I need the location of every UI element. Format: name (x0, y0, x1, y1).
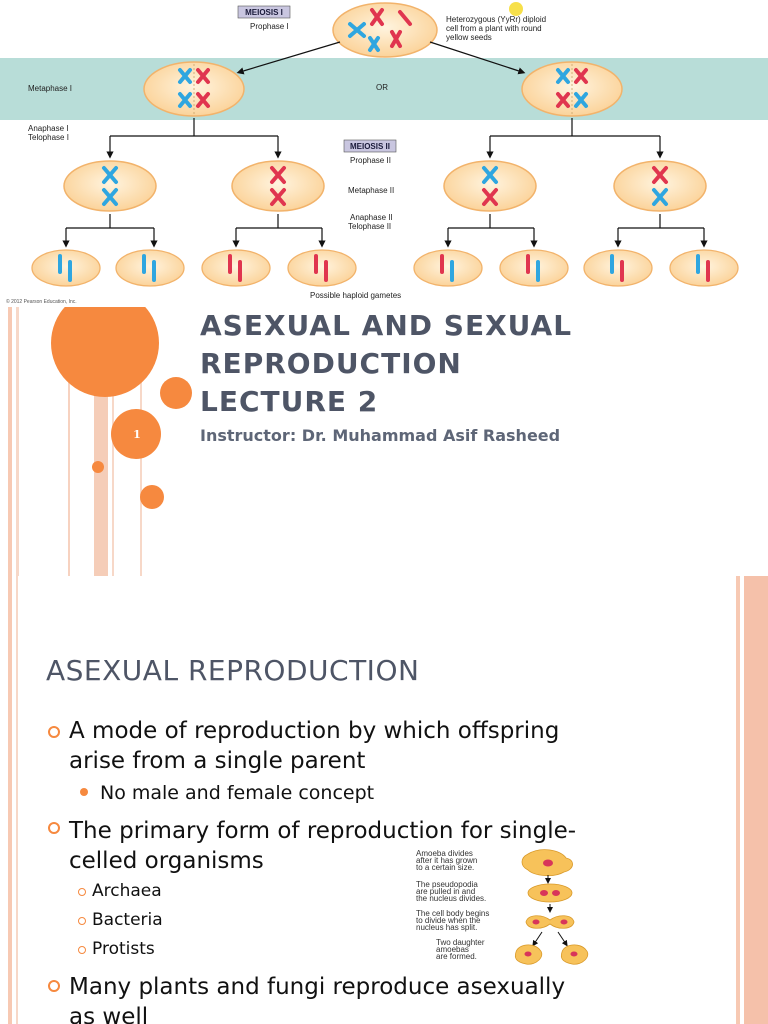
decor-circle-large (51, 307, 159, 397)
bullet-text: arise from a single parent (69, 748, 366, 774)
amoeba-label: after it has grown (416, 856, 477, 865)
sub-bullet-text: Protists (92, 939, 155, 959)
parent-chromosomes (348, 8, 412, 52)
amoeba-division-figure: Amoeba divides after it has grown to a c… (416, 849, 589, 965)
metaphase2-cell-2 (231, 160, 325, 212)
metaphase2-cell-4 (613, 160, 707, 212)
content-slide: ASEXUAL REPRODUCTION A mode of reproduct… (8, 576, 768, 1024)
stripe (16, 307, 19, 577)
amoeba-label: the nucleus divides. (416, 894, 486, 903)
meiosis1-tag (237, 5, 291, 19)
slide-number: 1 (133, 428, 141, 441)
meiosis1-tag-text: MEIOSIS I (245, 8, 283, 17)
decor-circle-small (92, 461, 104, 473)
parent-desc-2: cell from a plant with round (446, 24, 542, 33)
stripe (8, 576, 12, 1024)
stripe (68, 307, 70, 577)
amoeba-label: are pulled in and (416, 887, 475, 896)
or-label: OR (376, 83, 388, 92)
instructor-subtitle: Instructor: Dr. Muhammad Asif Rasheed (200, 426, 561, 445)
amoeba-label: to a certain size. (416, 863, 474, 872)
metaphase1-cell-right (521, 61, 623, 117)
amoeba-label: Two daughter (436, 938, 485, 947)
prophase1-label: Prophase I (250, 22, 289, 31)
gamete-row (31, 249, 739, 287)
amoeba-label: Amoeba divides (416, 849, 473, 858)
bullet-text: Many plants and fungi reproduce asexuall… (69, 974, 566, 1000)
bullet-ring-icon (78, 888, 86, 896)
slide-number-circle (111, 409, 161, 459)
title-line: REPRODUCTION (200, 347, 462, 380)
bullet-ring-icon (48, 822, 60, 834)
bullet-dot-icon (80, 788, 88, 796)
amoeba-shape (527, 883, 573, 903)
metaphase2-cell-1 (63, 160, 157, 212)
anaphase1-label: Anaphase I (28, 124, 68, 133)
parent-desc-1: Heterozygous (YyRr) diploid (446, 15, 546, 24)
metaphase2-label: Metaphase II (348, 186, 394, 195)
telophase1-label: Telophase I (28, 133, 69, 142)
prophase2-label: Prophase II (350, 156, 391, 165)
title-slide: 1 ASEXUAL AND SEXUAL REPRODUCTION LECTUR… (8, 307, 768, 577)
parent-cell (332, 2, 438, 58)
stripe (8, 307, 12, 577)
decor-circle (160, 377, 192, 409)
bullet-text: celled organisms (69, 848, 264, 874)
meiosis2-tag-text: MEIOSIS II (350, 142, 390, 151)
yellow-seed-icon (509, 2, 523, 16)
bullet-text: The primary form of reproduction for sin… (69, 818, 577, 844)
bullet-ring-icon (78, 917, 86, 925)
metaphase1-cell-left (143, 61, 245, 117)
telophase2-label: Telophase II (348, 222, 391, 231)
amoeba-label: to divide when the (416, 916, 481, 925)
decor-circle (140, 485, 164, 509)
sub-bullet-text: Bacteria (92, 910, 163, 930)
amoeba-label: The cell body begins (416, 909, 489, 918)
amoeba-label: amoebas (436, 945, 469, 954)
copyright-text: © 2012 Pearson Education, Inc. (6, 298, 77, 305)
anaphase2-label: Anaphase II (350, 213, 393, 222)
stripe (16, 576, 18, 1024)
bullet-ring-icon (48, 980, 60, 992)
bullet-ring-icon (78, 946, 86, 954)
sub-bullet-text: Archaea (92, 881, 162, 901)
bullet-ring-icon (48, 726, 60, 738)
amoeba-label: are formed. (436, 952, 477, 961)
meiosis-svg: MEIOSIS I Prophase I Heterozygous (YyRr)… (0, 2, 768, 305)
gametes-label: Possible haploid gametes (310, 291, 401, 300)
sub-bullet-text: No male and female concept (100, 782, 375, 804)
amoeba-label: The pseudopodia (416, 880, 478, 889)
parent-desc-3: yellow seeds (446, 33, 492, 42)
stripe (736, 576, 740, 1024)
meiosis2-tag (343, 139, 397, 153)
stripe (744, 576, 768, 1024)
amoeba-label: nucleus has split. (416, 923, 477, 932)
bullet-text: as well (69, 1004, 149, 1024)
slide-heading: ASEXUAL REPRODUCTION (46, 654, 420, 687)
title-line: LECTURE 2 (200, 385, 379, 418)
bullet-text: A mode of reproduction by which offsprin… (69, 718, 560, 744)
meiosis-diagram: MEIOSIS I Prophase I Heterozygous (YyRr)… (0, 0, 768, 305)
metaphase2-cell-3 (443, 160, 537, 212)
title-line: ASEXUAL AND SEXUAL (200, 309, 573, 342)
amoeba-shape (525, 915, 575, 929)
metaphase-band (0, 58, 768, 120)
metaphase1-label: Metaphase I (28, 84, 72, 93)
slide-title: ASEXUAL AND SEXUAL REPRODUCTION LECTURE … (200, 307, 760, 421)
